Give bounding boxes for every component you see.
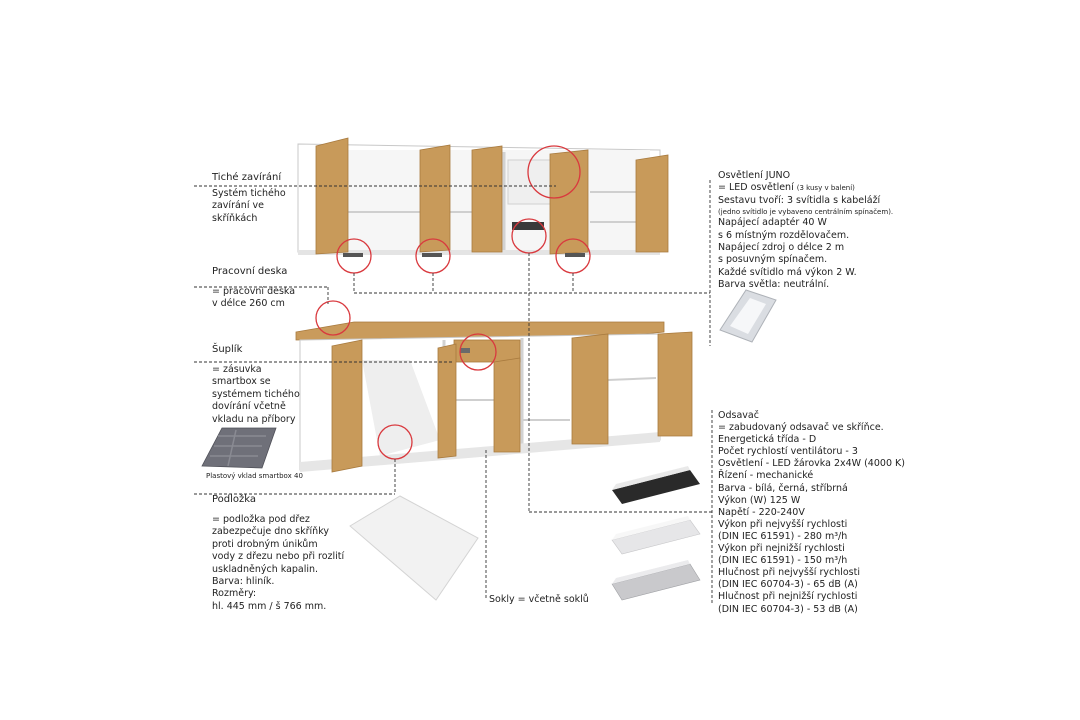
upper-cabinets	[297, 137, 669, 257]
lighting-title: Osvětlení JUNO	[718, 170, 791, 181]
worktop-line: = pracovní deska	[212, 286, 296, 297]
hood-line: (DIN IEC 60704-3) - 65 dB (A)	[718, 579, 858, 591]
cutlery-tray-caption: Plastový vklad smartbox 40	[206, 472, 303, 480]
lighting-line: = LED osvětlení (3 kusy v balení)	[718, 182, 893, 194]
lighting-line: Barva světla: neutrální.	[718, 279, 830, 291]
mat-text: = podložka pod dřez zabezpečuje dno skří…	[212, 514, 344, 613]
quiet-close-line: skříňkách	[212, 212, 258, 224]
plinth-label: Sokly = včetně soklů	[489, 594, 589, 605]
mat-line: zabezpečuje dno skříňky	[212, 526, 329, 538]
mat-line: Barva: hliník.	[212, 576, 275, 588]
lighting-line-main: = LED osvětlení	[718, 182, 794, 194]
hood-title: Odsavač	[718, 410, 759, 421]
lighting-line: s 6 místným rozdělovačem.	[718, 229, 850, 241]
hood-line: (DIN IEC 61591) - 150 m³/h	[718, 555, 848, 567]
hood-line: = zabudovaný odsavač ve skříňce.	[718, 422, 884, 434]
hood-line: Hlučnost při nejnižší rychlosti	[718, 591, 858, 603]
lighting-line-note: (3 kusy v balení)	[796, 184, 855, 193]
base-cabinets	[295, 321, 693, 473]
hood-line: (DIN IEC 60704-3) - 53 dB (A)	[718, 603, 858, 615]
lighting-line: Sestavu tvoří: 3 svítidla s kabeláží	[718, 194, 881, 206]
drawer-line: dovírání včetně	[212, 401, 286, 413]
worktop-title: Pracovní deska	[212, 266, 288, 277]
worktop-line: v délce 260 cm	[212, 298, 285, 310]
mat-line: = podložka pod dřez	[212, 514, 310, 525]
lighting-line: Každé svítidlo má výkon 2 W.	[718, 266, 857, 278]
hood-line: Řízení - mechanické	[718, 470, 814, 482]
mat-title: Podložka	[212, 494, 257, 505]
hood-line: Výkon (W) 125 W	[718, 494, 801, 506]
hood-black-image	[612, 466, 700, 504]
hood-white-image	[611, 516, 701, 555]
drawer-line: = zásuvka	[212, 364, 262, 375]
hood-text: Odsavač = zabudovaný odsavač ve skříňce.…	[718, 410, 905, 616]
led-lamp-image	[719, 289, 777, 343]
mat-line: hl. 445 mm / š 766 mm.	[212, 600, 327, 612]
lighting-line: Napájecí zdroj o délce 2 m	[718, 242, 845, 254]
drawer-title: Šuplík	[212, 344, 243, 355]
hood-line: Barva - bílá, černá, stříbrná	[718, 482, 848, 494]
drawer-line: systémem tichého	[212, 388, 300, 400]
mat-line: proti drobným únikům	[212, 538, 318, 550]
highlight-hinge	[527, 145, 581, 199]
lighting-line: Napájecí adaptér 40 W	[718, 217, 827, 229]
lighting-line-note: (jedno svítidlo je vybaveno centrálním s…	[718, 208, 894, 217]
mat-line: Rozměry:	[212, 588, 257, 600]
mat-line: vody z dřezu nebo při rozlití	[212, 551, 345, 563]
hood-line: Energetická třída - D	[718, 434, 817, 446]
leader-lines	[194, 180, 713, 604]
drawer-line: vkladu na příbory	[212, 413, 296, 425]
sink-mat-image	[349, 495, 479, 601]
quiet-close-line: Systém tichého	[212, 188, 286, 199]
hood-line: Hlučnost při nejvyšší rychlosti	[718, 567, 860, 579]
hood-line: Osvětlení - LED žárovka 2x4W (4000 K)	[718, 458, 905, 470]
hood-line: (DIN IEC 61591) - 280 m³/h	[718, 530, 848, 542]
highlight-drawer	[459, 333, 497, 371]
lighting-text: Osvětlení JUNO = LED osvětlení (3 kusy v…	[718, 170, 893, 292]
drawer-line: smartbox se	[212, 376, 271, 388]
hood-line: Počet rychlostí ventilátoru - 3	[718, 446, 858, 458]
quiet-close-text: Systém tichého zavírání ve skříňkách	[212, 188, 286, 225]
hood-line: Výkon při nejvyšší rychlosti	[718, 518, 848, 530]
quiet-close-line: zavírání ve	[212, 200, 264, 212]
quiet-close-title: Tiché zavírání	[212, 172, 282, 183]
worktop-text: = pracovní deska v délce 260 cm	[212, 286, 295, 311]
mat-line: uskladněných kapalin.	[212, 563, 319, 575]
hood-line: Napětí - 220-240V	[718, 506, 805, 518]
lighting-line: s posuvným spínačem.	[718, 254, 828, 266]
hood-line: Výkon při nejnižší rychlosti	[718, 543, 845, 555]
drawer-text: = zásuvka smartbox se systémem tichého d…	[212, 364, 300, 426]
highlight-worktop	[315, 300, 351, 336]
hood-silver-image	[611, 560, 701, 601]
cutlery-tray-image	[201, 427, 277, 469]
